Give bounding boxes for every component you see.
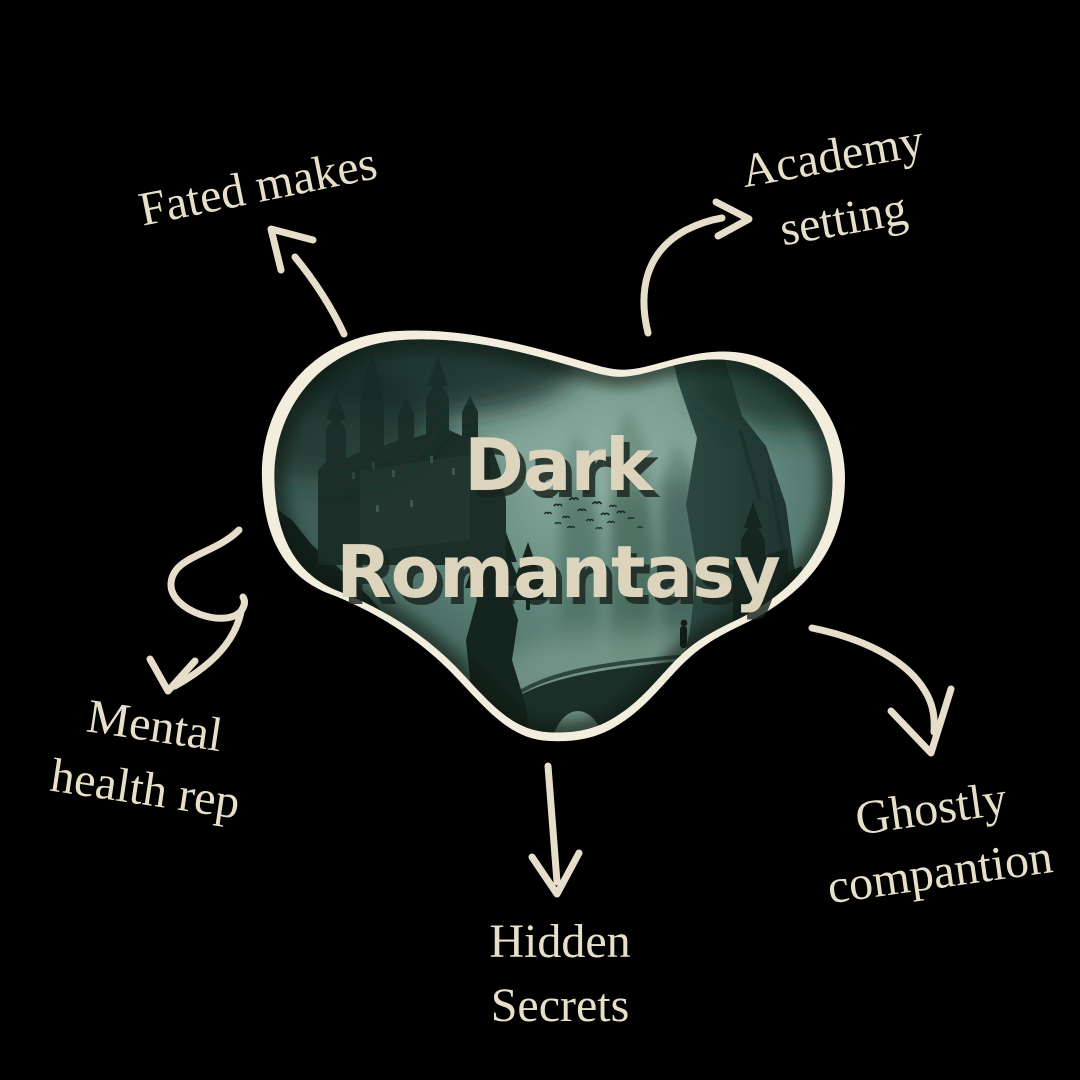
squiggle-arrow-down-icon — [146, 526, 248, 695]
center-topic-title: Dark Romantasy — [318, 412, 798, 626]
connector-arrows — [146, 198, 955, 898]
node-hidden-secrets: Hidden Secrets — [410, 910, 710, 1038]
straight-arrow-down-icon — [528, 762, 583, 898]
center-topic-line1: Dark — [464, 423, 653, 507]
node-label-line: Hidden — [489, 915, 631, 968]
center-topic-line2: Romantasy — [336, 530, 781, 614]
node-label-line: Secrets — [490, 979, 630, 1032]
curved-arrow-right-icon — [640, 198, 753, 337]
curved-arrow-down-right-icon — [808, 624, 955, 757]
straight-arrow-up-icon — [267, 225, 348, 338]
